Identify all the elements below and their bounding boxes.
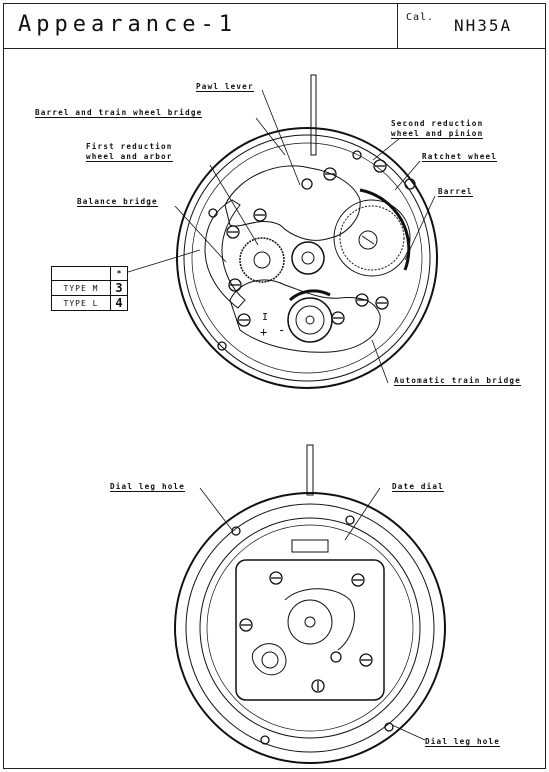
screws [208,150,416,351]
type-value: 3 [110,280,128,296]
svg-text:-: - [278,323,285,337]
label-first-reduction-2: wheel and arbor [86,152,173,162]
label-barrel: Barrel [438,187,473,197]
winding-stem-bottom [306,444,314,496]
title-block: Appearance-1 Cal. NH35A [4,4,545,49]
date-window [291,539,329,553]
type-table-header-blank [51,266,111,281]
movement-inner-ring [183,134,431,382]
automatic-train-bridge-outline [229,279,381,353]
type-table-header-symbol: * [110,266,128,281]
movement-plate [235,559,385,701]
label-dial-leg-hole-top: Dial leg hole [110,482,186,492]
type-name: TYPE M [51,280,111,296]
label-barrel-bridge: Barrel and train wheel bridge [35,108,203,118]
page-title: Appearance-1 [18,12,237,37]
movement-outer-ring [176,127,438,389]
type-table-row: TYPE M 3 [51,280,128,296]
label-second-reduction-2: wheel and pinion [391,129,484,139]
caliber-value: NH35A [454,16,513,35]
dial-ring-outer [174,492,446,764]
type-value: 4 [110,295,128,311]
label-pawl-lever: Pawl lever [196,82,254,92]
bottom-screws [231,515,394,745]
label-first-reduction-1: First reduction [86,142,173,151]
top-movement: I + - [176,74,438,389]
barrel [333,199,411,277]
svg-text:I: I [262,312,268,323]
label-balance-bridge: Balance bridge [77,197,158,207]
label-dial-leg-hole-bottom: Dial leg hole [425,737,501,747]
drawing-sheet: Appearance-1 Cal. NH35A [3,3,546,769]
winding-stem [310,74,317,156]
balance-bridge-outline [204,199,246,309]
balance-wheel [287,297,333,343]
date-dial [199,517,421,739]
label-automatic-train-bridge: Automatic train bridge [394,376,521,386]
bottom-leader-lines [199,487,426,741]
label-ratchet-wheel: Ratchet wheel [422,152,498,162]
caliber-box: Cal. NH35A [397,4,548,48]
type-name: TYPE L [51,295,111,311]
bottom-movement [174,444,446,764]
center-wheel [287,599,333,645]
type-table-row: TYPE L 4 [51,295,128,311]
caliber-label: Cal. [406,12,435,23]
first-reduction-wheel [239,237,285,283]
barrel-bridge-outline [224,165,361,241]
top-leader-lines [127,89,436,384]
label-second-reduction-1: Second reduction [391,119,484,128]
type-table: * TYPE M 3 TYPE L 4 [51,266,128,311]
svg-text:+: + [260,325,267,339]
ratchet-wheel-arc [359,188,411,271]
label-date-dial: Date dial [392,482,444,492]
